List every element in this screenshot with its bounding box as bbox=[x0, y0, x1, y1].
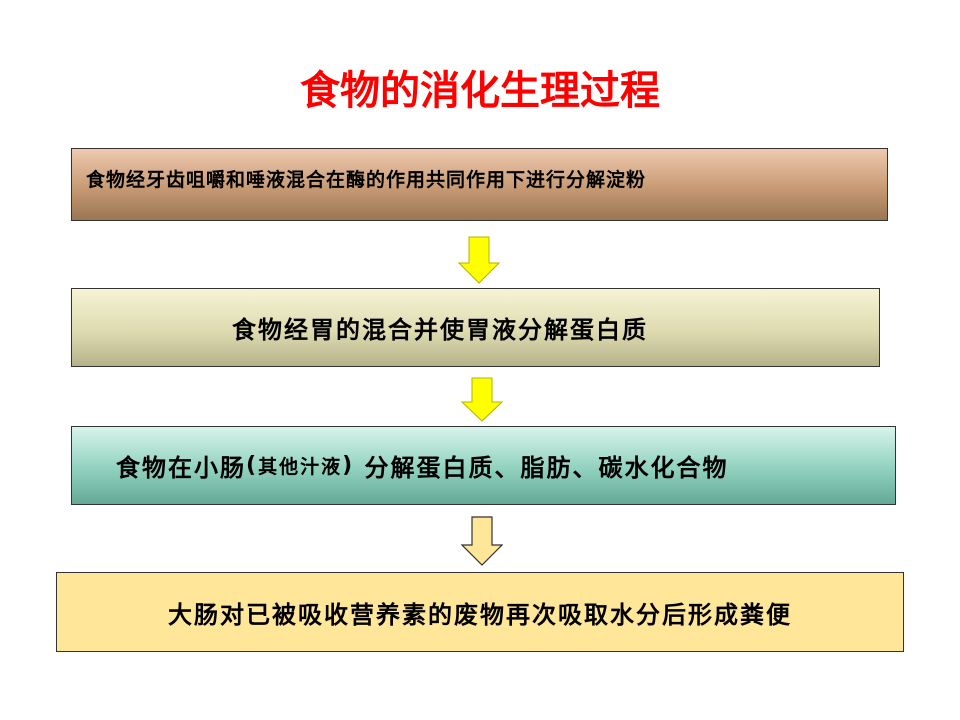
step-2-box: 食物经胃的混合并使胃液分解蛋白质 bbox=[71, 288, 880, 367]
step-3-text-pre: 食物在小肠 bbox=[116, 453, 246, 482]
arrow-down-icon bbox=[461, 377, 503, 422]
step-3-box: 食物在小肠(其他汁液) 分解蛋白质、脂肪、碳水化合物 bbox=[71, 426, 896, 505]
page-title: 食物的消化生理过程 bbox=[300, 68, 660, 114]
arrow-down-icon bbox=[458, 236, 500, 284]
step-2-text: 食物经胃的混合并使胃液分解蛋白质 bbox=[232, 315, 648, 344]
step-4-text: 大肠对已被吸收营养素的废物再次吸取水分后形成粪便 bbox=[168, 599, 792, 629]
step-3-paren-open: ( bbox=[246, 453, 259, 478]
step-3-text-post: 分解蛋白质、脂肪、碳水化合物 bbox=[354, 453, 729, 482]
step-3-paren-inner: 其他汁液 bbox=[258, 456, 343, 478]
step-3-paren-close: ) bbox=[342, 453, 355, 478]
step-4-box: 大肠对已被吸收营养素的废物再次吸取水分后形成粪便 bbox=[56, 572, 904, 652]
step-1-box: 食物经牙齿咀嚼和唾液混合在酶的作用共同作用下进行分解淀粉 bbox=[71, 148, 888, 221]
step-1-text: 食物经牙齿咀嚼和唾液混合在酶的作用共同作用下进行分解淀粉 bbox=[86, 169, 647, 191]
arrow-down-outline-icon bbox=[461, 516, 503, 566]
